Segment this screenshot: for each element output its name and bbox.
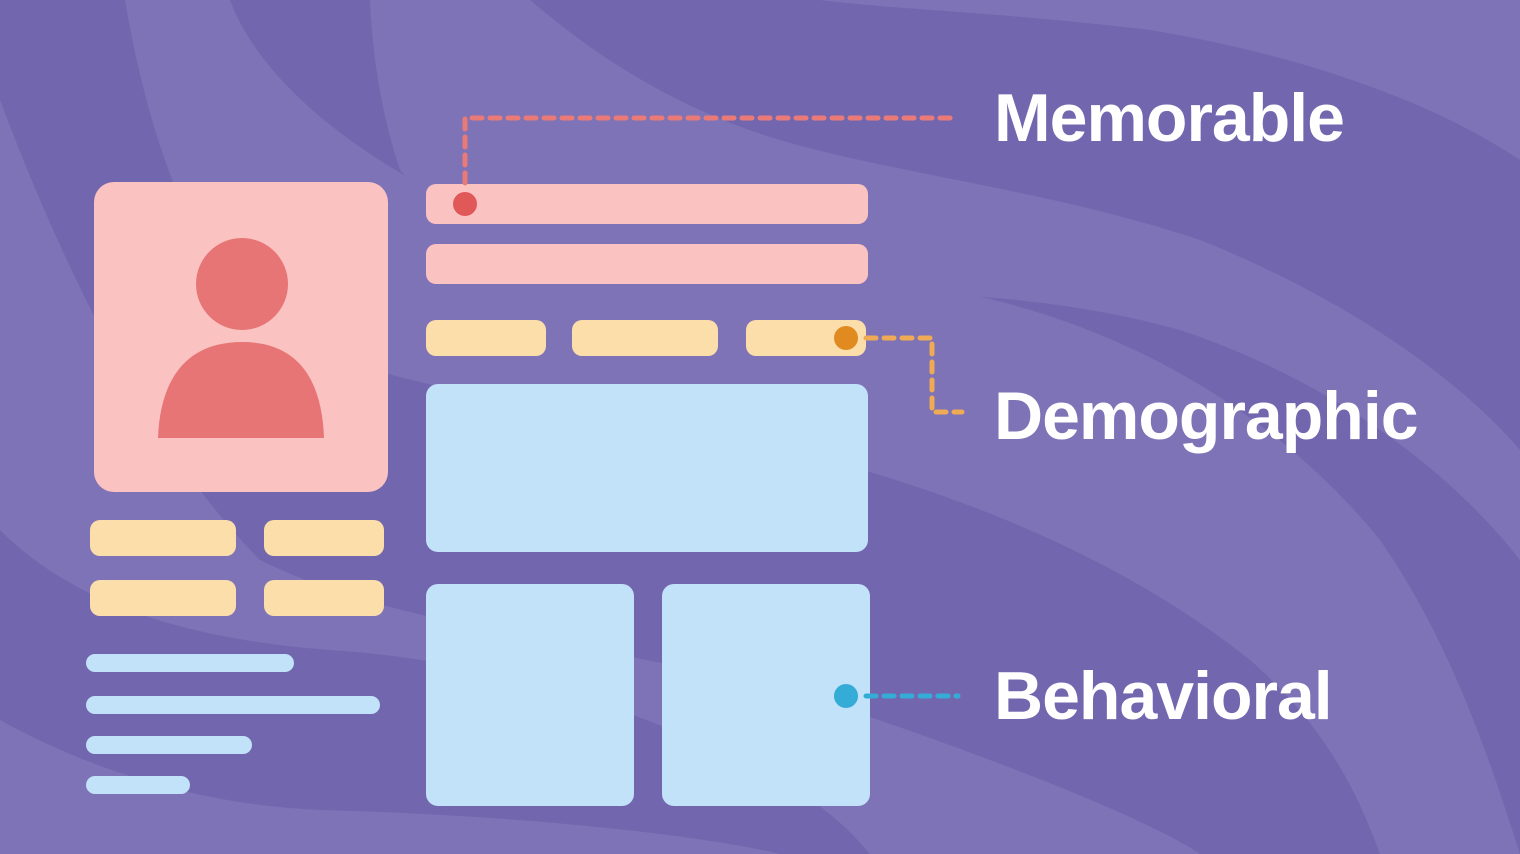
text-line	[86, 654, 294, 672]
demographic-label: Demographic	[994, 378, 1419, 454]
profile-tag	[264, 520, 384, 556]
name-bar	[426, 184, 868, 224]
profile-tag	[90, 580, 236, 616]
attribute-chip	[572, 320, 718, 356]
profile-tag	[264, 580, 384, 616]
content-panel-left	[426, 584, 634, 806]
attribute-chip	[746, 320, 866, 356]
behavioral-label: Behavioral	[994, 658, 1333, 734]
user-silhouette-icon	[158, 238, 324, 438]
text-line	[86, 736, 252, 754]
content-panel-right	[662, 584, 870, 806]
attribute-chip	[426, 320, 546, 356]
text-line	[86, 776, 190, 794]
content-panel-wide	[426, 384, 868, 552]
profile-tag	[90, 520, 236, 556]
profile-photo-card	[94, 182, 388, 492]
text-line	[86, 696, 380, 714]
title-bar	[426, 244, 868, 284]
memorable-label: Memorable	[994, 80, 1345, 156]
